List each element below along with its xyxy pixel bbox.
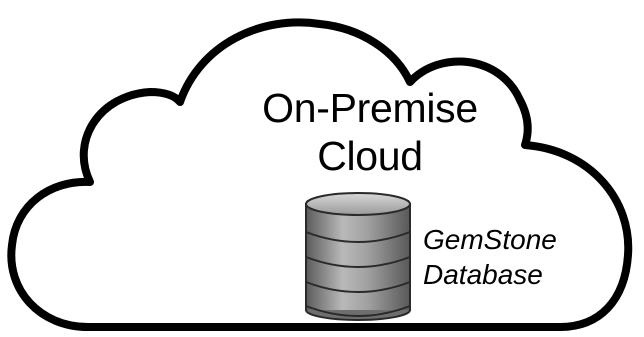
database-icon <box>305 192 411 321</box>
database-label-line1: GemStone <box>423 224 557 255</box>
cloud-title-line1: On-Premise <box>262 85 478 131</box>
cloud-shape <box>7 18 633 331</box>
database-label-line2: Database <box>423 259 543 290</box>
cloud-title: On-Premise Cloud <box>200 84 540 180</box>
cloud-title-line2: Cloud <box>317 133 423 179</box>
database-label: GemStone Database <box>423 222 613 292</box>
